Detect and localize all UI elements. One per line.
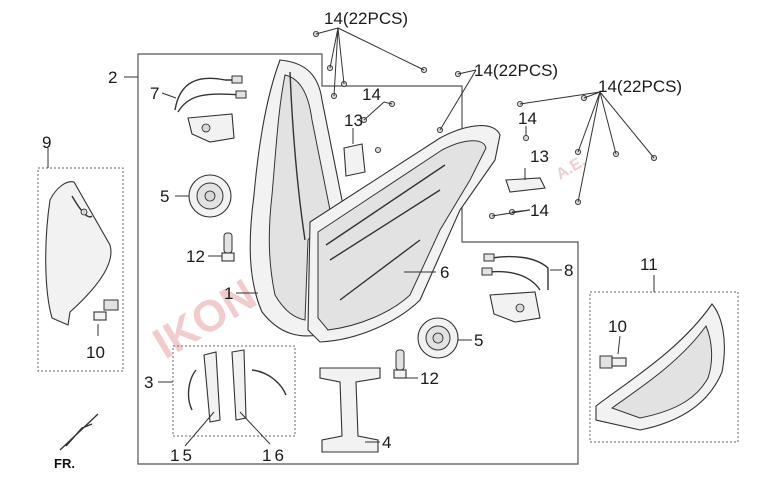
label-15: 15: [170, 446, 195, 465]
watermark-suffix: A.E.: [553, 153, 588, 184]
leader-10-right: [617, 335, 621, 355]
label-14-right: 14(22PCS): [598, 77, 682, 96]
label-6: 6: [440, 263, 449, 282]
side-lamp-right-frame: [589, 291, 739, 443]
leader-15: [184, 411, 215, 447]
label-14-right-lower: 14: [530, 201, 549, 220]
side-lamp-left: [45, 181, 112, 326]
label-16: 16: [262, 446, 287, 465]
label-12-right: 12: [420, 369, 439, 388]
label-13-left: 13: [344, 111, 363, 130]
leader-16: [239, 411, 271, 445]
label-14-right-upper: 14: [518, 109, 537, 128]
position-lamp-set: [187, 349, 287, 423]
lens-assembly: [307, 125, 501, 343]
label-3: 3: [144, 373, 153, 392]
label-14-left: 14: [362, 85, 381, 104]
bulb-right: [393, 349, 407, 379]
label-7: 7: [150, 84, 159, 103]
bulb-side-left: [93, 299, 119, 321]
side-lamp-right: [595, 303, 725, 431]
label-13-right: 13: [530, 147, 549, 166]
screws-top: [312, 30, 461, 153]
bracket-13-right: [505, 177, 546, 193]
label-4: 4: [382, 433, 391, 452]
direction-label: FR.: [54, 456, 75, 471]
label-8: 8: [564, 261, 573, 280]
bracket-13-left: [343, 143, 366, 177]
leaders-14-right: [519, 91, 655, 203]
leaders-14-middle: [439, 69, 477, 131]
headlight-body: [249, 59, 346, 337]
leaders-14-top: [315, 27, 425, 97]
label-12-left: 12: [186, 247, 205, 266]
label-14-top: 14(22PCS): [324, 9, 408, 28]
label-10-left: 10: [86, 343, 105, 362]
label-2: 2: [108, 68, 117, 87]
rubber-cap-left: [188, 174, 232, 218]
label-5-left: 5: [160, 187, 169, 206]
leaders-14-left: [363, 101, 393, 121]
bulb-left: [221, 232, 235, 262]
bracket-4: [319, 367, 381, 453]
label-9: 9: [42, 133, 51, 152]
headlight-assembly-frame: [137, 53, 579, 465]
label-10-right: 10: [608, 317, 627, 336]
wiring-harness-right: [481, 253, 549, 323]
position-lamp-frame: [172, 345, 296, 437]
wiring-harness-left: [174, 75, 247, 143]
leader-7: [161, 92, 177, 99]
label-5-right: 5: [474, 331, 483, 350]
leaders-14-right-lower: [491, 209, 531, 217]
bulb-side-right: [599, 355, 627, 369]
label-14-middle: 14(22PCS): [474, 61, 558, 80]
label-11: 11: [640, 255, 658, 274]
label-1: 1: [224, 284, 233, 303]
rubber-cap-right: [417, 317, 459, 359]
direction-arrow: [59, 413, 99, 451]
